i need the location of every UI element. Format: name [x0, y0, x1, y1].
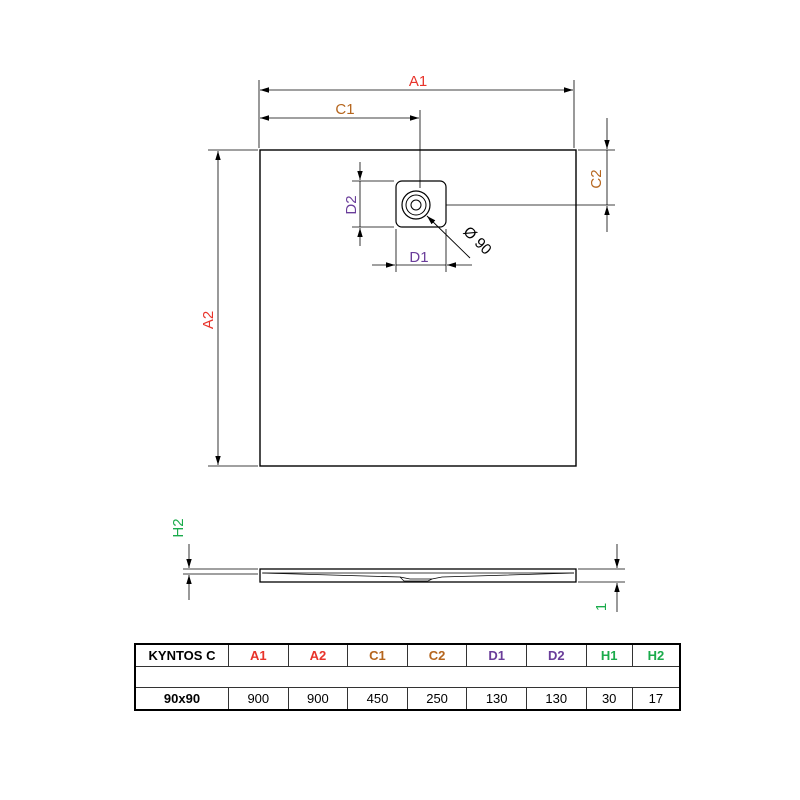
label-c1: C1 [335, 101, 354, 118]
dimension-c2 [446, 118, 615, 232]
table-header-d2: D2 [525, 643, 587, 667]
table-header-row: KYNTOS C A1 A2 C1 C2 D1 D2 H1 H2 [134, 643, 681, 667]
table-spacer-row [134, 666, 681, 688]
label-h2: H2 [170, 518, 187, 537]
label-d2: D2 [343, 195, 360, 214]
table-cell-d1: 130 [466, 687, 527, 711]
table-header-h2: H2 [631, 643, 681, 667]
technical-drawing: A1 C1 A2 C2 D2 D1 Ø 90 [170, 73, 625, 612]
table-header-c2: C2 [406, 643, 468, 667]
dimension-a1 [258, 80, 575, 148]
dimension-d2 [352, 162, 394, 246]
tray-outline-top-view [259, 149, 577, 467]
table-cell-a2: 900 [287, 687, 349, 711]
table-cell-h1: 30 [585, 687, 633, 711]
table-header-d1: D1 [466, 643, 527, 667]
table-cell-d2: 130 [525, 687, 587, 711]
drain-icon [395, 180, 447, 228]
table-header-c1: C1 [347, 643, 408, 667]
table-cell-c2: 250 [406, 687, 468, 711]
table-row: 90x90 900 900 450 250 130 130 30 17 [134, 687, 681, 711]
table-cell-h2: 17 [631, 687, 681, 711]
dimensions-table: KYNTOS C A1 A2 C1 C2 D1 D2 H1 H2 90x90 9… [134, 643, 681, 711]
table-header-h1: H1 [585, 643, 633, 667]
table-cell-a1: 900 [228, 687, 289, 711]
table-spacer-cell [134, 666, 681, 688]
table-header-a2: A2 [287, 643, 349, 667]
table-cell-c1: 450 [347, 687, 408, 711]
tray-profile-side-view [259, 568, 577, 583]
dimension-d1 [372, 229, 472, 272]
dimension-h2 [183, 544, 258, 600]
table-header-model: KYNTOS C [134, 643, 229, 667]
label-a2: A2 [200, 311, 217, 329]
label-c2: C2 [588, 169, 605, 188]
dimension-a2 [208, 149, 258, 467]
label-a1: A1 [409, 73, 427, 90]
dimension-h1 [578, 544, 625, 612]
dimension-c1 [260, 110, 421, 188]
label-d1: D1 [409, 249, 428, 266]
table-header-a1: A1 [228, 643, 289, 667]
label-h1: 1 [593, 603, 610, 611]
drain-diameter-leader [426, 215, 471, 259]
table-cell-model: 90x90 [134, 687, 229, 711]
